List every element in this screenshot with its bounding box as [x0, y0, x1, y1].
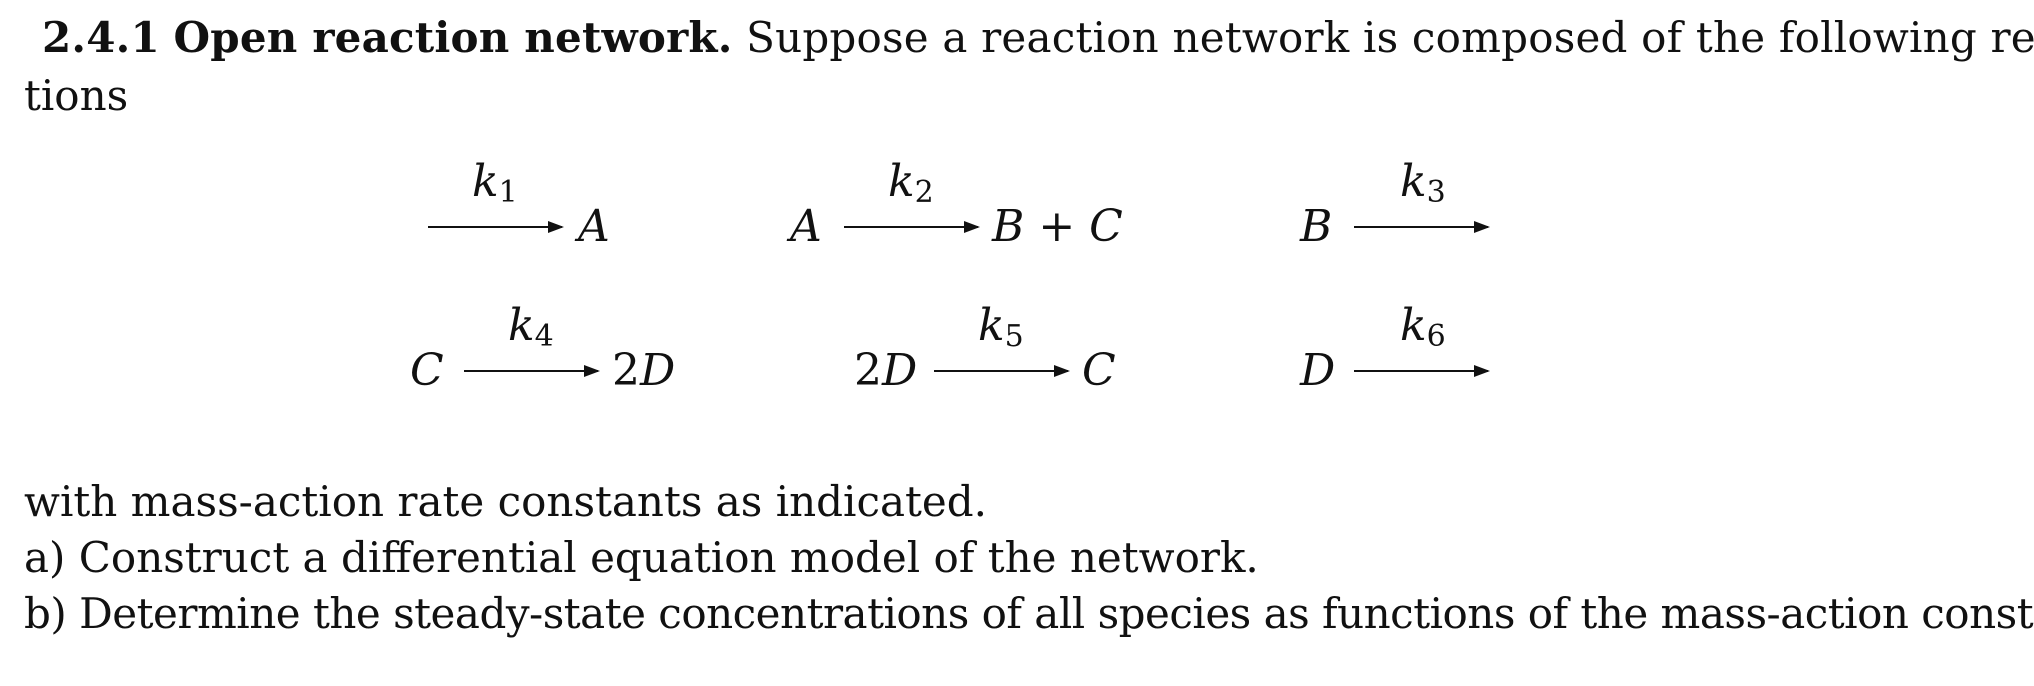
exercise-title: Open reaction network.	[173, 13, 733, 62]
rate-constant-5: k5	[978, 300, 1024, 355]
reaction-6-reactant: D	[1300, 345, 1336, 396]
rate-constant-2: k2	[888, 156, 934, 211]
reaction-2-reactant: A	[790, 201, 822, 252]
exercise-intro-continuation: tions	[24, 71, 129, 120]
reaction-arrow-2	[844, 221, 980, 233]
reaction-arrow-5	[934, 365, 1070, 377]
exercise-number: 2.4.1	[42, 13, 160, 62]
exercise-heading-line: 2.4.1 Open reaction network. Suppose a r…	[42, 10, 2034, 66]
question-b: b) Determine the steady-state concentrat…	[24, 589, 2034, 638]
reaction-1: k1 A	[420, 160, 640, 260]
reaction-4-product: 2D	[612, 345, 676, 396]
rate-constant-1: k1	[472, 156, 518, 211]
exercise-intro: Suppose a reaction network is composed o…	[746, 13, 2034, 62]
reaction-6: D k6	[1300, 304, 1520, 404]
reaction-3: B k3	[1300, 160, 1520, 260]
reaction-5: 2D k5 C	[854, 304, 1174, 404]
reaction-arrow-1	[428, 221, 564, 233]
reaction-5-product: C	[1082, 345, 1116, 396]
text-mass-action-note: with mass-action rate constants as indic…	[24, 477, 988, 526]
reaction-arrow-6	[1354, 365, 1490, 377]
reaction-4: C k4 2D	[410, 304, 710, 404]
reaction-arrow-3	[1354, 221, 1490, 233]
rate-constant-6: k6	[1400, 300, 1446, 355]
rate-constant-4: k4	[508, 300, 554, 355]
reaction-3-reactant: B	[1300, 201, 1333, 252]
question-a: a) Construct a differential equation mod…	[24, 533, 1259, 582]
rate-constant-3: k3	[1400, 156, 1446, 211]
reaction-4-reactant: C	[410, 345, 444, 396]
reaction-2-products: B + C	[992, 201, 1123, 252]
reaction-5-reactant: 2D	[854, 345, 918, 396]
reaction-1-product: A	[578, 201, 610, 252]
reaction-2: A k2 B + C	[790, 160, 1150, 260]
reaction-arrow-4	[464, 365, 600, 377]
